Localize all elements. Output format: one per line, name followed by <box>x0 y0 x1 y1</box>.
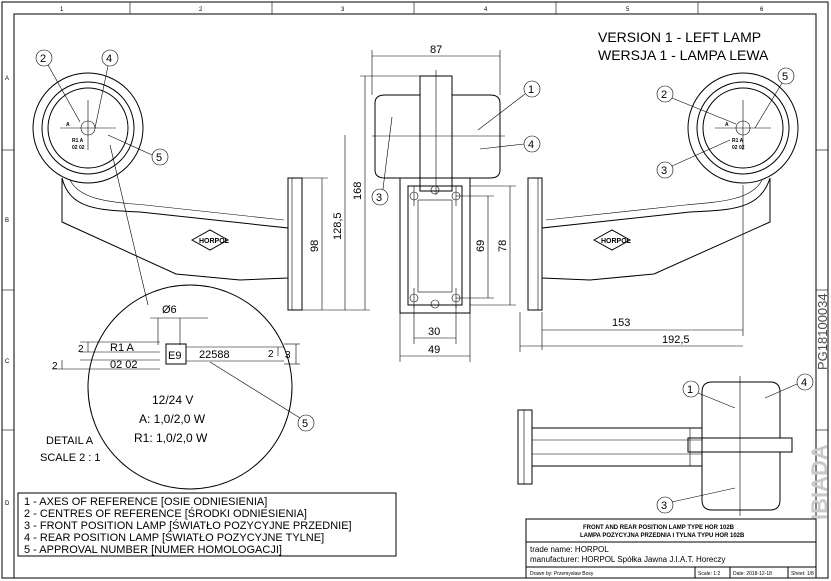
title-block-sheet: Sheet: 1/8 <box>791 571 814 577</box>
callout-left-2: 2 <box>40 53 46 65</box>
legend-item-3: 3 - FRONT POSITION LAMP [ŚWIATŁO POZYCYJ… <box>24 519 352 532</box>
title-block-trade-name: trade name: HORPOL <box>530 545 609 554</box>
callout-right-3: 3 <box>661 165 667 177</box>
detail-power-r1: R1: 1,0/2,0 W <box>134 431 208 445</box>
dim-98: 98 <box>309 240 321 252</box>
dim-128-5: 128,5 <box>332 212 344 240</box>
left-lamp-callouts: 2 4 5 <box>35 49 169 166</box>
detail-scale: SCALE 2 : 1 <box>40 452 101 464</box>
row-letter-c: C <box>5 359 10 365</box>
legend-item-4: 4 - REAR POSITION LAMP [ŚWIATŁO POZYCYJN… <box>24 531 324 544</box>
col-number-1: 1 <box>60 7 64 13</box>
col-number-2: 2 <box>199 7 203 13</box>
detail-power-a: A: 1,0/2,0 W <box>139 412 206 426</box>
doc-code: PG18100034 <box>815 293 830 370</box>
title-block-title-en: FRONT AND REAR POSITION LAMP TYPE HOR 10… <box>583 525 735 531</box>
legend-item-1: 1 - AXES OF REFERENCE [OSIE ODNIESIENIA] <box>24 496 267 508</box>
callout-bottom-4: 4 <box>801 377 807 389</box>
detail-codes: 02 02 <box>110 359 138 371</box>
right-lamp-view: A R1 A 02 02 HORPOL <box>527 72 799 311</box>
detail-e-mark: E9 <box>168 350 181 362</box>
callout-left-4: 4 <box>106 53 112 65</box>
detail-approval: 22588 <box>199 349 230 361</box>
dim-78: 78 <box>497 240 509 252</box>
dim-30: 30 <box>428 326 440 338</box>
dim-168: 168 <box>352 182 364 200</box>
col-number-5: 5 <box>626 7 630 13</box>
title-block-drawn-by: Drawn by: Przemysław Bosy <box>530 571 594 577</box>
detail-dim-2a: 2 <box>78 344 84 355</box>
right-lamp-face-line3: 02 02 <box>732 145 745 151</box>
inner-frame <box>13 13 817 579</box>
dim-49: 49 <box>428 344 440 356</box>
center-lamp-view <box>372 70 505 314</box>
left-lamp-face-line3: 02 02 <box>72 145 85 151</box>
right-lamp-face-line2: R1 A <box>732 138 744 144</box>
callout-center-4: 4 <box>528 139 534 151</box>
detail-label: DETAIL A <box>46 435 94 447</box>
left-lamp-view: A R1 A 02 02 HORPOL <box>32 72 303 311</box>
title-block-title-pl: LAMPA POZYCYJNA PRZEDNIA I TYLNA TYPU HO… <box>580 533 745 539</box>
title-block-date: Date: 2018-12-18 <box>733 571 772 577</box>
detail-r1-a: R1 A <box>110 342 135 354</box>
title-block-scale: Scale: 1:2 <box>698 571 720 577</box>
detail-dim-2b: 2 <box>52 361 58 372</box>
bottom-side-view <box>517 376 793 516</box>
callout-right-2: 2 <box>661 89 667 101</box>
frame-ticks <box>2 2 828 431</box>
right-lamp-callouts: 2 5 3 <box>656 67 795 179</box>
dim-diameter-6: Ø6 <box>162 304 177 316</box>
legend-box: 1 - AXES OF REFERENCE [OSIE ODNIESIENIA]… <box>17 492 397 557</box>
dim-153: 153 <box>612 317 630 329</box>
left-logo-text: HORPOL <box>199 238 230 245</box>
title-block: FRONT AND REAR POSITION LAMP TYPE HOR 10… <box>525 518 817 579</box>
row-letter-b: B <box>5 218 9 224</box>
legend-item-5: 5 - APPROVAL NUMBER [NUMER HOMOLOGACJI] <box>24 544 282 556</box>
callout-right-5: 5 <box>782 71 788 83</box>
bottom-callouts: 1 4 3 <box>656 373 814 514</box>
center-callouts: 3 1 4 <box>371 80 541 206</box>
right-dimensions: 153 192,5 <box>519 185 744 352</box>
col-number-3: 3 <box>341 7 345 13</box>
watermark: IBIADA <box>807 444 831 520</box>
detail-dim-3: 3 <box>285 350 291 361</box>
detail-a: Ø6 R1 A 02 02 2 2 E9 22588 2 3 5 12/24 V… <box>52 284 315 490</box>
center-dimensions: 87 168 128,5 98 69 78 30 49 <box>302 44 516 362</box>
col-number-4: 4 <box>484 7 488 13</box>
right-logo-text: HORPOL <box>601 238 632 245</box>
detail-dim-2c: 2 <box>268 349 274 360</box>
title-block-manufacturer: manufacturer: HORPOL Spółka Jawna J.I.A.… <box>530 555 725 564</box>
callout-bottom-1: 1 <box>687 384 693 396</box>
dim-192-5: 192,5 <box>662 334 690 346</box>
dim-87: 87 <box>430 44 442 56</box>
detail-voltage: 12/24 V <box>152 393 193 407</box>
legend-item-2: 2 - CENTRES OF REFERENCE [ŚRODKI ODNIESI… <box>24 507 307 520</box>
col-number-6: 6 <box>760 7 764 13</box>
row-letter-a: A <box>5 76 9 82</box>
row-letter-d: D <box>5 501 10 507</box>
version-title-pl: WERSJA 1 - LAMPA LEWA <box>598 47 769 63</box>
callout-center-3: 3 <box>376 192 382 204</box>
left-lamp-face-line1: A <box>66 122 70 128</box>
callout-center-1: 1 <box>528 84 534 96</box>
callout-bottom-3: 3 <box>661 500 667 512</box>
callout-detail-5: 5 <box>302 418 308 430</box>
version-title-en: VERSION 1 - LEFT LAMP <box>598 29 761 45</box>
right-lamp-face-line1: A <box>725 122 729 128</box>
dim-69: 69 <box>475 240 487 252</box>
callout-left-5: 5 <box>156 152 162 164</box>
left-lamp-face-line2: R1 A <box>72 138 84 144</box>
